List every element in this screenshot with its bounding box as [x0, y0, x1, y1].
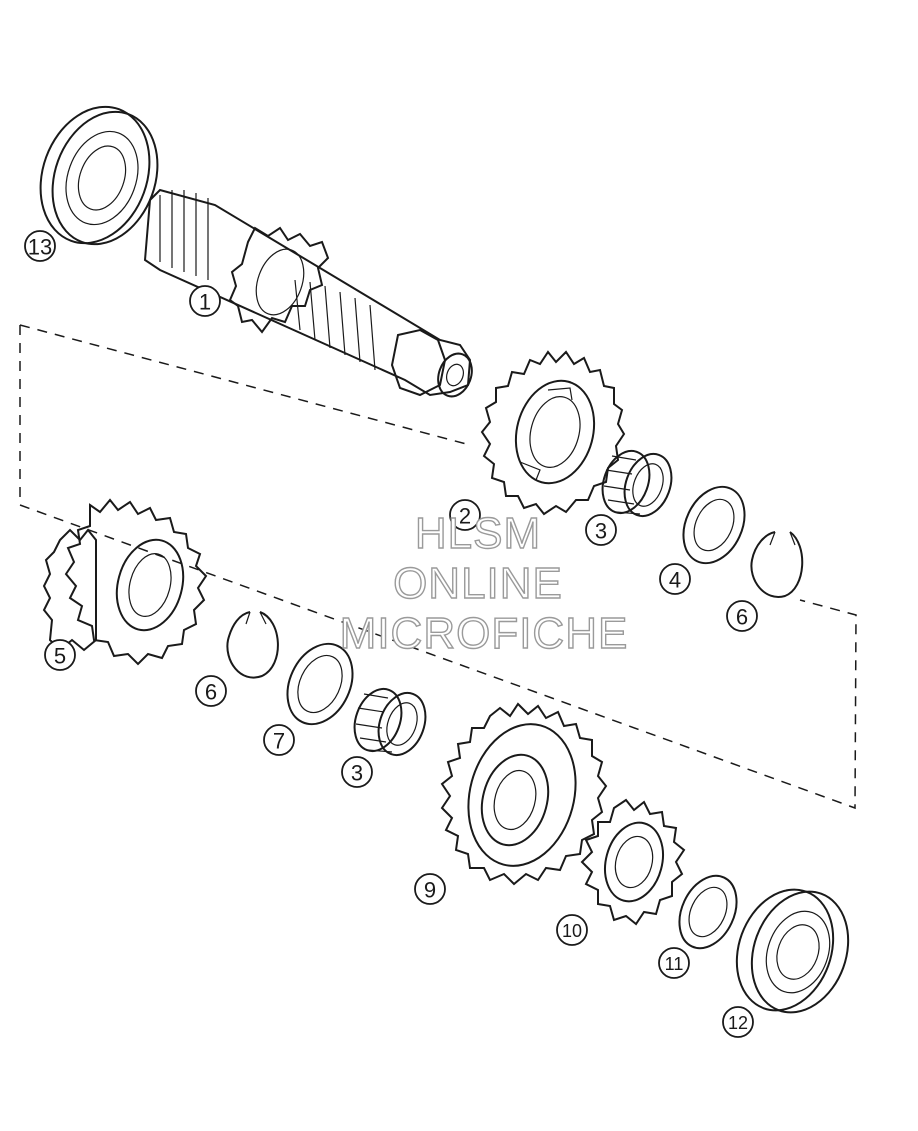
callout-12: 12 — [722, 1006, 754, 1038]
callout-1-label: 1 — [199, 290, 211, 315]
callout-6a: 6 — [726, 600, 758, 632]
gear-2 — [480, 350, 626, 516]
shaft-1 — [143, 188, 473, 398]
circlip-6b — [226, 611, 279, 679]
gear-5 — [42, 498, 208, 666]
watermark: HLSM ONLINE MICROFICHE — [339, 508, 629, 658]
needle-bearing-3b — [353, 688, 427, 756]
callout-10: 10 — [556, 914, 588, 946]
callout-1: 1 — [189, 285, 221, 317]
callout-5: 5 — [44, 639, 76, 671]
bearing-12 — [735, 888, 850, 1014]
callout-13-label: 13 — [28, 235, 52, 260]
callout-2-label: 2 — [459, 504, 471, 529]
callout-6b: 6 — [195, 675, 227, 707]
callout-7-label: 7 — [273, 729, 285, 754]
callout-2: 2 — [449, 499, 481, 531]
watermark-line-2: ONLINE — [393, 559, 563, 608]
callout-3a: 3 — [585, 514, 617, 546]
callout-4-label: 4 — [669, 568, 681, 593]
assembly-outline — [19, 324, 857, 810]
gear-10 — [580, 798, 686, 926]
washer-4 — [682, 485, 746, 565]
callout-6a-label: 6 — [736, 605, 748, 630]
callout-3b: 3 — [341, 756, 373, 788]
bearing-13 — [39, 105, 159, 246]
circlip-6a — [750, 531, 804, 598]
watermark-line-3: MICROFICHE — [340, 609, 629, 658]
callout-10-label: 10 — [562, 921, 582, 941]
callout-4: 4 — [659, 563, 691, 595]
callout-13: 13 — [24, 230, 56, 262]
callout-11: 11 — [658, 947, 690, 979]
callout-3b-label: 3 — [351, 761, 363, 786]
callout-9: 9 — [414, 873, 446, 905]
gear-9 — [440, 702, 608, 886]
needle-bearing-3a — [601, 450, 673, 517]
callout-11-label: 11 — [665, 954, 684, 974]
callout-6b-label: 6 — [205, 680, 217, 705]
callout-3a-label: 3 — [595, 519, 607, 544]
watermark-line-1: HLSM — [415, 509, 541, 558]
callout-7: 7 — [263, 724, 295, 756]
callout-9-label: 9 — [424, 878, 436, 903]
callout-5-label: 5 — [54, 644, 66, 669]
callout-12-label: 12 — [728, 1013, 748, 1033]
washer-7 — [286, 642, 354, 726]
washer-11 — [678, 874, 738, 950]
